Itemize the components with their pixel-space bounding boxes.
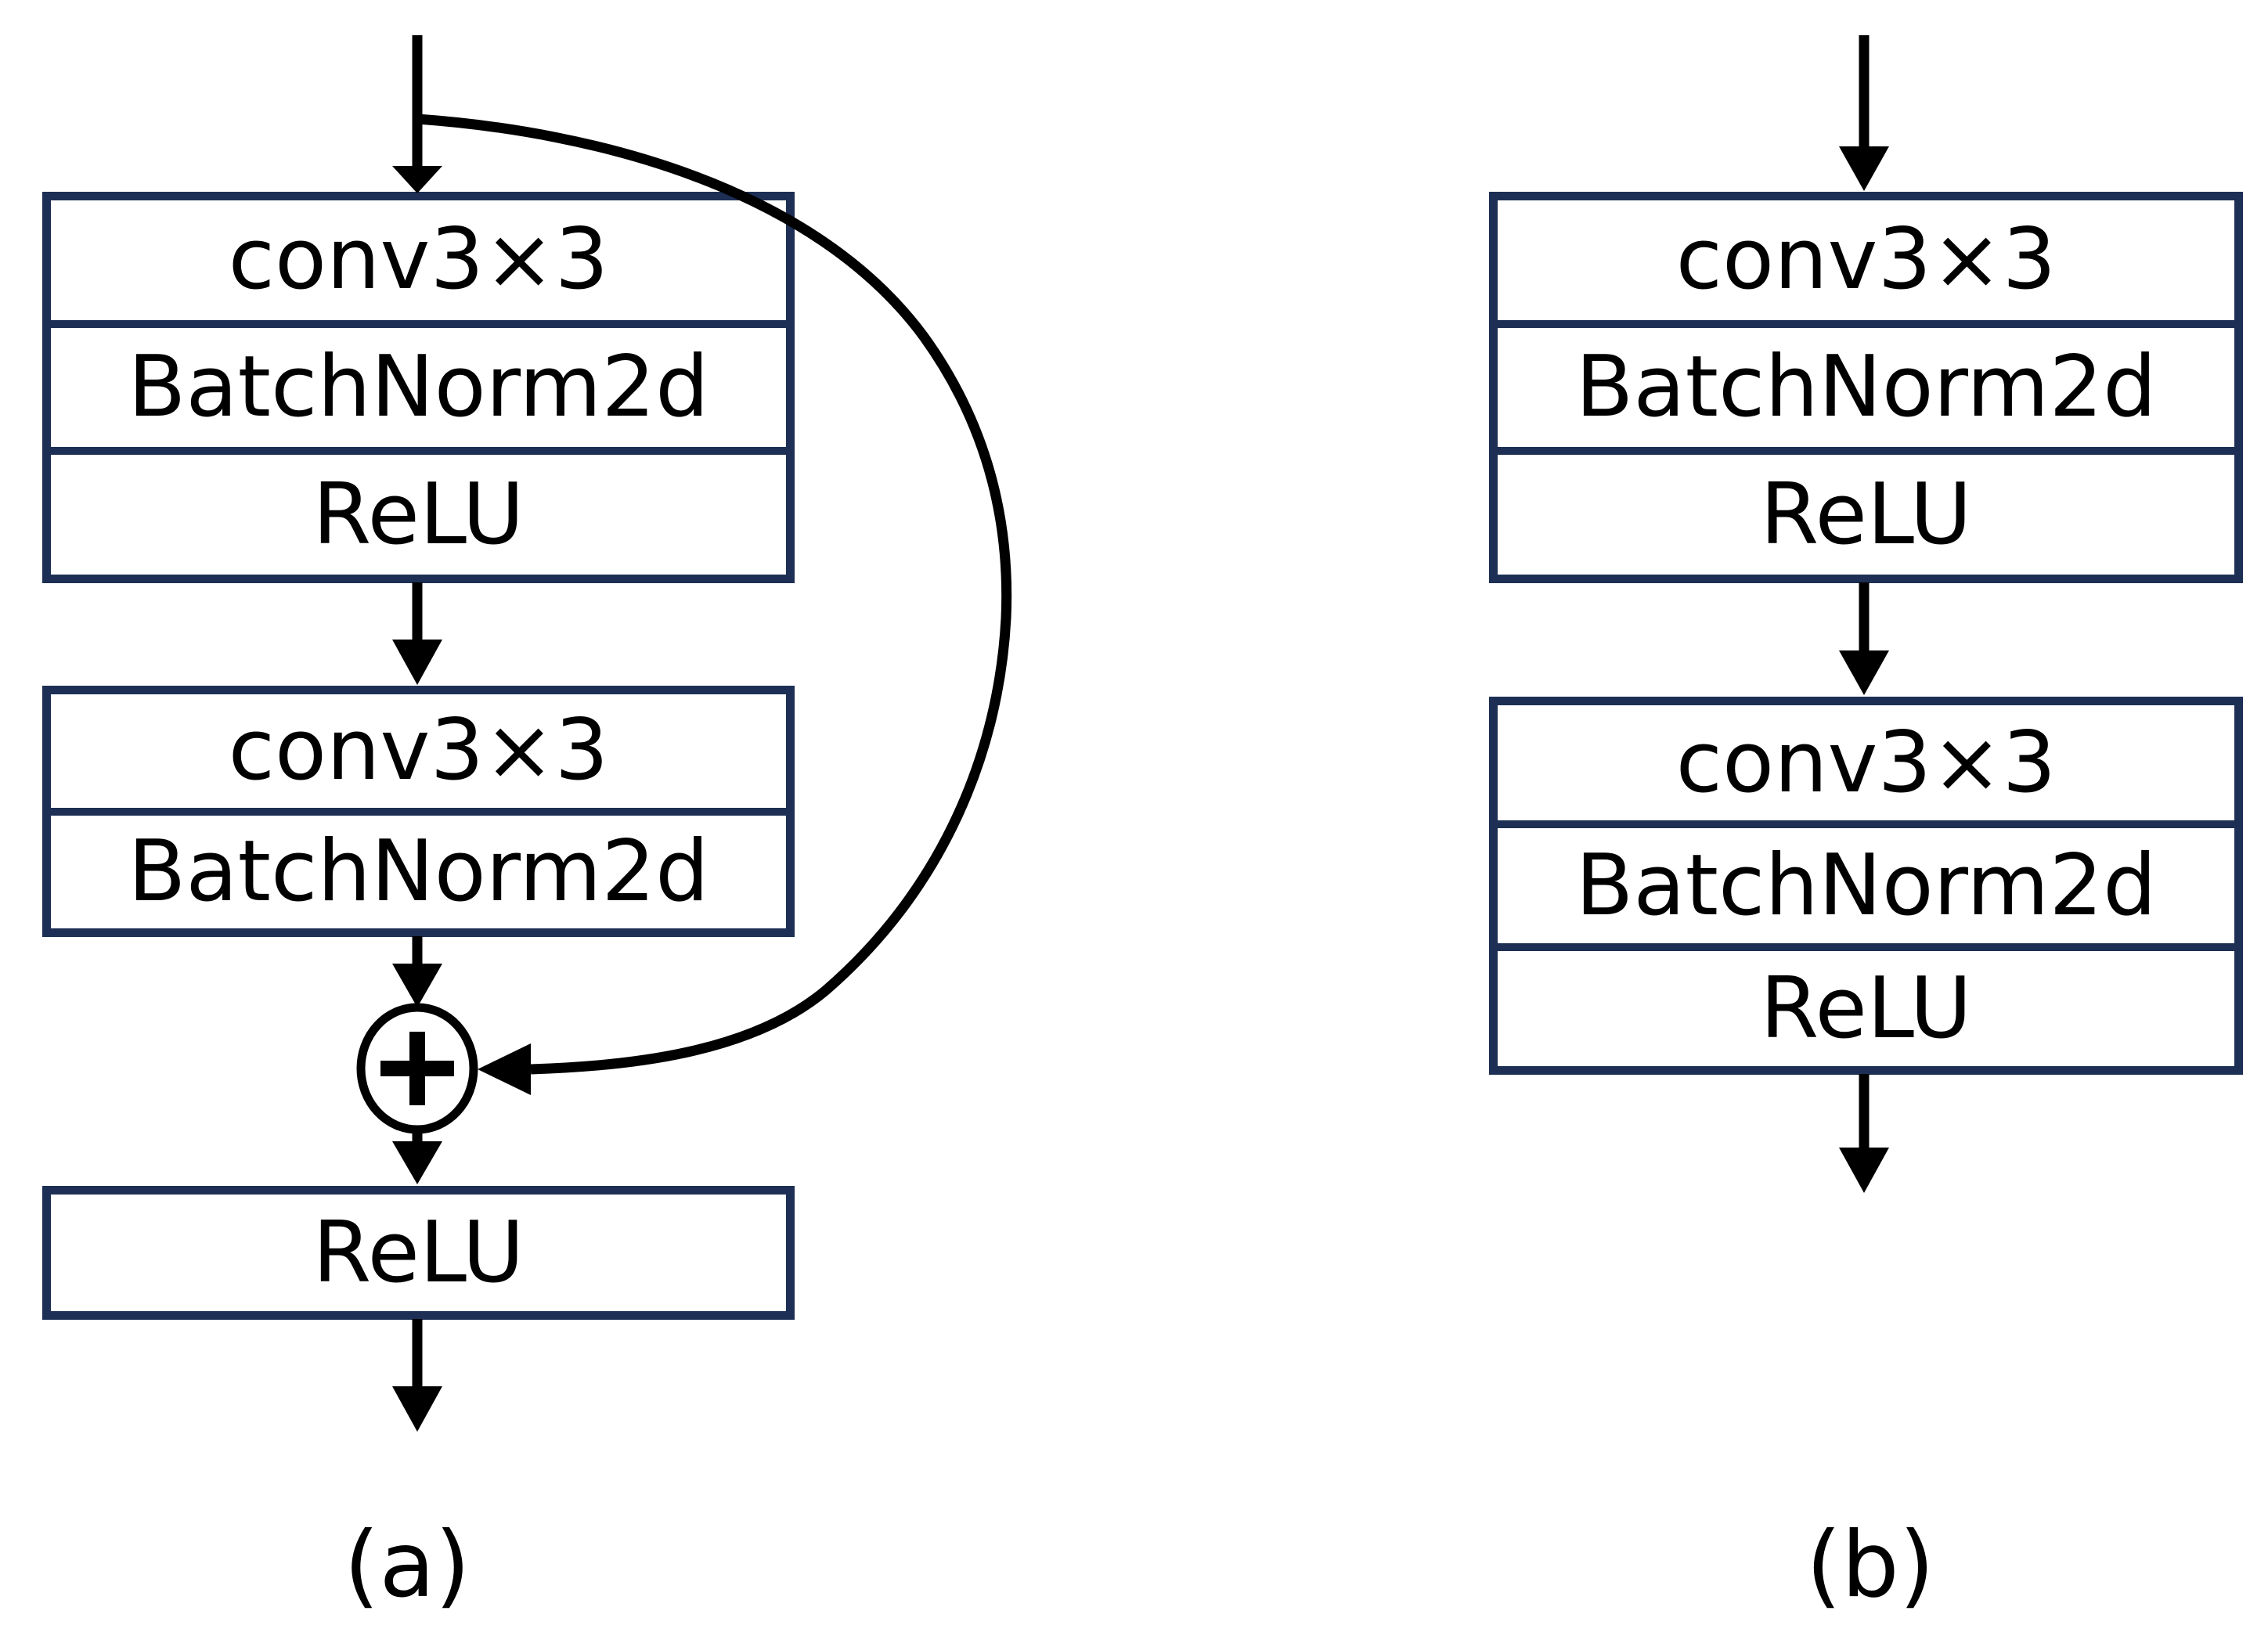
output-arrow-b-down-icon xyxy=(1839,1074,1889,1193)
arrow-b-block1-to-block2-icon xyxy=(1839,582,1889,695)
layer-row-conv3x3: conv3×3 xyxy=(228,701,609,800)
arrow-a-block1-to-block2-icon xyxy=(392,582,442,685)
layer-row-batchnorm2d: BatchNorm2d xyxy=(51,319,786,448)
caption-b: (b) xyxy=(1805,1512,1935,1618)
sum-node xyxy=(356,1003,478,1134)
input-arrow-a-down-icon xyxy=(392,35,442,193)
layer-row-batchnorm2d: BatchNorm2d xyxy=(1498,319,2234,448)
arrow-left-icon xyxy=(478,1043,531,1095)
output-arrow-a-down-icon xyxy=(392,1319,442,1432)
arrow-a-sum-to-relu-icon xyxy=(392,1130,442,1184)
layer-row-relu: ReLU xyxy=(312,1203,525,1302)
layer-row-relu: ReLU xyxy=(1498,447,2234,575)
layer-row-conv3x3: conv3×3 xyxy=(228,211,609,309)
block-a-conv-bn-relu: conv3×3 BatchNorm2d ReLU xyxy=(42,192,795,583)
caption-a: (a) xyxy=(344,1512,471,1618)
layer-row-conv3x3: conv3×3 xyxy=(1675,713,2057,812)
layer-row-batchnorm2d: BatchNorm2d xyxy=(51,807,786,929)
block-a-conv-bn: conv3×3 BatchNorm2d xyxy=(42,686,795,937)
layer-row-relu: ReLU xyxy=(1498,943,2234,1066)
block-a-output-relu: ReLU xyxy=(42,1186,795,1320)
layer-row-batchnorm2d: BatchNorm2d xyxy=(1498,820,2234,943)
layer-row-conv3x3: conv3×3 xyxy=(1675,211,2057,309)
block-b-conv-bn-relu-2: conv3×3 BatchNorm2d ReLU xyxy=(1489,697,2243,1075)
layer-row-relu: ReLU xyxy=(51,447,786,575)
block-b-conv-bn-relu-1: conv3×3 BatchNorm2d ReLU xyxy=(1489,192,2243,583)
input-arrow-b-down-icon xyxy=(1839,35,1889,191)
arrow-a-block2-to-sum-icon xyxy=(392,936,442,1007)
plus-icon xyxy=(380,1032,454,1105)
